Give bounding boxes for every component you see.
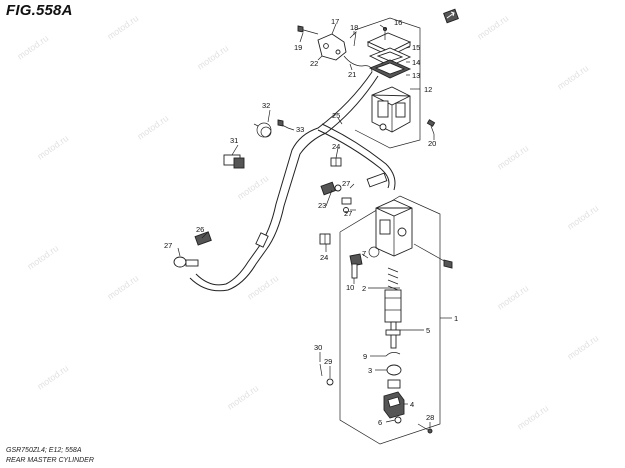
hose-spring-clip xyxy=(253,122,272,138)
watermark: motod.ru xyxy=(565,333,600,362)
callout-12: 12 xyxy=(424,85,432,94)
callout-18: 18 xyxy=(350,23,358,32)
watermark: motod.ru xyxy=(475,13,510,42)
callout-5: 5 xyxy=(426,326,430,335)
callout-4: 4 xyxy=(410,400,414,409)
watermark: motod.ru xyxy=(555,63,590,92)
callout-27: 27 xyxy=(164,241,172,250)
callout-14: 14 xyxy=(412,58,420,67)
callout-26: 26 xyxy=(196,225,204,234)
callout-21: 21 xyxy=(348,70,356,79)
front-arrow-icon xyxy=(443,8,459,24)
footer-code: GSR750ZL4; E12; 558A xyxy=(6,447,82,454)
callout-24: 24 xyxy=(320,253,328,262)
callout-23: 23 xyxy=(318,201,326,210)
master-cylinder-group xyxy=(319,195,453,445)
hose-clamp xyxy=(330,157,342,167)
watermark: motod.ru xyxy=(495,283,530,312)
callout-15: 15 xyxy=(412,43,420,52)
watermark: motod.ru xyxy=(245,273,280,302)
callout-32: 32 xyxy=(262,101,270,110)
callout-7: 7 xyxy=(362,249,366,258)
watermark: motod.ru xyxy=(105,13,140,42)
footer-caption: REAR MASTER CYLINDER xyxy=(6,457,94,464)
callout-2: 2 xyxy=(362,284,366,293)
watermark-layer: motod.ru motod.ru motod.ru motod.ru moto… xyxy=(15,13,600,432)
watermark: motod.ru xyxy=(25,243,60,272)
watermark: motod.ru xyxy=(235,173,270,202)
callout-22: 22 xyxy=(310,59,318,68)
watermark: motod.ru xyxy=(35,133,70,162)
watermark: motod.ru xyxy=(15,33,50,62)
watermark: motod.ru xyxy=(195,43,230,72)
watermark: motod.ru xyxy=(495,143,530,172)
callout-19: 19 xyxy=(294,43,302,52)
hose-clamp xyxy=(319,233,331,245)
union-bolt xyxy=(173,231,212,268)
watermark: motod.ru xyxy=(135,113,170,142)
callout-30: 30 xyxy=(314,343,322,352)
watermark: motod.ru xyxy=(515,403,550,432)
watermark: motod.ru xyxy=(105,273,140,302)
callout-25: 25 xyxy=(332,111,340,120)
callout-13: 13 xyxy=(412,71,420,80)
callout-6: 6 xyxy=(378,418,382,427)
callout-33: 33 xyxy=(296,125,304,134)
callout-16: 16 xyxy=(394,18,402,27)
hose xyxy=(189,71,396,292)
bolt xyxy=(277,119,289,129)
watermark: motod.ru xyxy=(565,203,600,232)
callout-17: 17 xyxy=(331,17,339,26)
leader-lines xyxy=(177,23,452,428)
callout-24: 24 xyxy=(332,142,340,151)
callout-9: 9 xyxy=(363,352,367,361)
callout-1: 1 xyxy=(454,314,458,323)
callout-labels: 17 18 19 22 21 16 15 14 13 12 20 32 33 3… xyxy=(164,17,458,427)
reservoir-group xyxy=(297,17,436,149)
callout-28: 28 xyxy=(426,413,434,422)
callout-10: 10 xyxy=(346,283,354,292)
callout-29: 29 xyxy=(324,357,332,366)
figure-title: FIG.558A xyxy=(6,2,73,19)
callout-3: 3 xyxy=(368,366,372,375)
callout-27: 27 xyxy=(344,209,352,218)
callout-20: 20 xyxy=(428,139,436,148)
callout-27: 27 xyxy=(342,179,350,188)
hose-clamp xyxy=(223,154,245,169)
callout-31: 31 xyxy=(230,136,238,145)
watermark: motod.ru xyxy=(35,363,70,392)
watermark: motod.ru xyxy=(225,383,260,412)
